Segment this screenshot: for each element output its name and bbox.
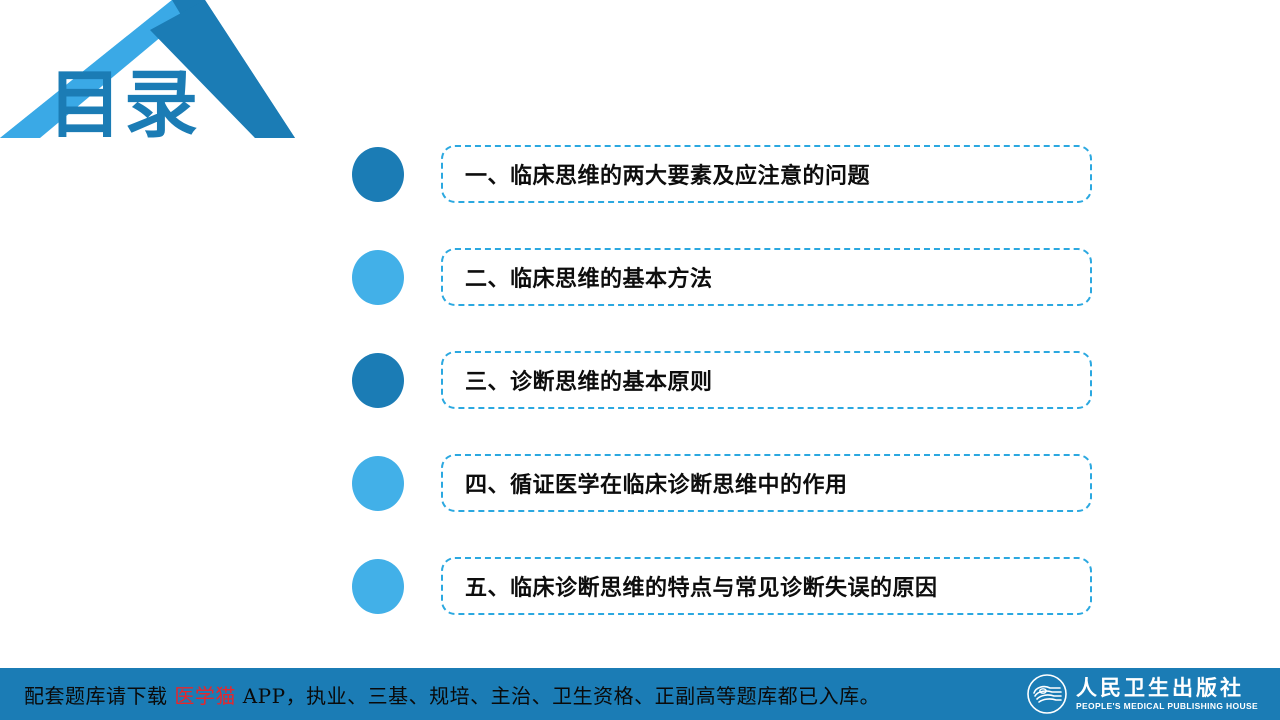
- agenda-label-3: 三、诊断思维的基本原则: [465, 370, 713, 395]
- agenda-box-5[interactable]: 五、临床诊断思维的特点与常见诊断失误的原因: [441, 557, 1092, 615]
- publisher-name-cn: 人民卫生出版社: [1075, 675, 1244, 700]
- agenda-box-2[interactable]: 二、临床思维的基本方法: [441, 248, 1092, 306]
- bullet-circle-2: [352, 249, 404, 305]
- title-logo-block: 目录: [0, 0, 300, 160]
- agenda-label-4: 四、循证医学在临床诊断思维中的作用: [465, 473, 848, 498]
- agenda-label-1: 一、临床思维的两大要素及应注意的问题: [465, 164, 871, 189]
- banner-text-highlight: 医学猫: [174, 683, 236, 708]
- agenda-box-3[interactable]: 三、诊断思维的基本原则: [441, 351, 1092, 409]
- banner-text-before: 配套题库请下载: [24, 683, 175, 708]
- publisher-emblem-icon: [1027, 674, 1067, 714]
- agenda-label-5: 五、临床诊断思维的特点与常见诊断失误的原因: [465, 576, 938, 601]
- agenda-box-4[interactable]: 四、循证医学在临床诊断思维中的作用: [441, 454, 1092, 512]
- bullet-circle-3: [352, 352, 404, 408]
- agenda-item-3[interactable]: 三、诊断思维的基本原则: [352, 351, 1092, 409]
- bottom-banner: 配套题库请下载 医学猫 APP，执业、三基、规培、主治、卫生资格、正副高等题库都…: [0, 668, 1280, 720]
- publisher-logo: 人民卫生出版社 PEOPLE'S MEDICAL PUBLISHING HOUS…: [1026, 673, 1258, 715]
- agenda-list: 一、临床思维的两大要素及应注意的问题 二、临床思维的基本方法 三、诊断思维的基本…: [352, 145, 1092, 615]
- agenda-box-1[interactable]: 一、临床思维的两大要素及应注意的问题: [441, 145, 1092, 203]
- banner-promo-text: 配套题库请下载 医学猫 APP，执业、三基、规培、主治、卫生资格、正副高等题库都…: [24, 680, 880, 709]
- chevron-logo-icon: [0, 0, 295, 138]
- bullet-circle-1: [352, 146, 404, 202]
- agenda-item-2[interactable]: 二、临床思维的基本方法: [352, 248, 1092, 306]
- publisher-name-en: PEOPLE'S MEDICAL PUBLISHING HOUSE: [1075, 700, 1258, 711]
- agenda-item-1[interactable]: 一、临床思维的两大要素及应注意的问题: [352, 145, 1092, 203]
- page-title: 目录: [48, 62, 200, 148]
- bullet-circle-5: [352, 558, 404, 614]
- banner-text-after: APP，执业、三基、规培、主治、卫生资格、正副高等题库都已入库。: [235, 683, 881, 708]
- agenda-item-5[interactable]: 五、临床诊断思维的特点与常见诊断失误的原因: [352, 557, 1092, 615]
- publisher-names: 人民卫生出版社 PEOPLE'S MEDICAL PUBLISHING HOUS…: [1076, 677, 1258, 711]
- bullet-circle-4: [352, 455, 404, 511]
- agenda-item-4[interactable]: 四、循证医学在临床诊断思维中的作用: [352, 454, 1092, 512]
- agenda-label-2: 二、临床思维的基本方法: [465, 267, 713, 292]
